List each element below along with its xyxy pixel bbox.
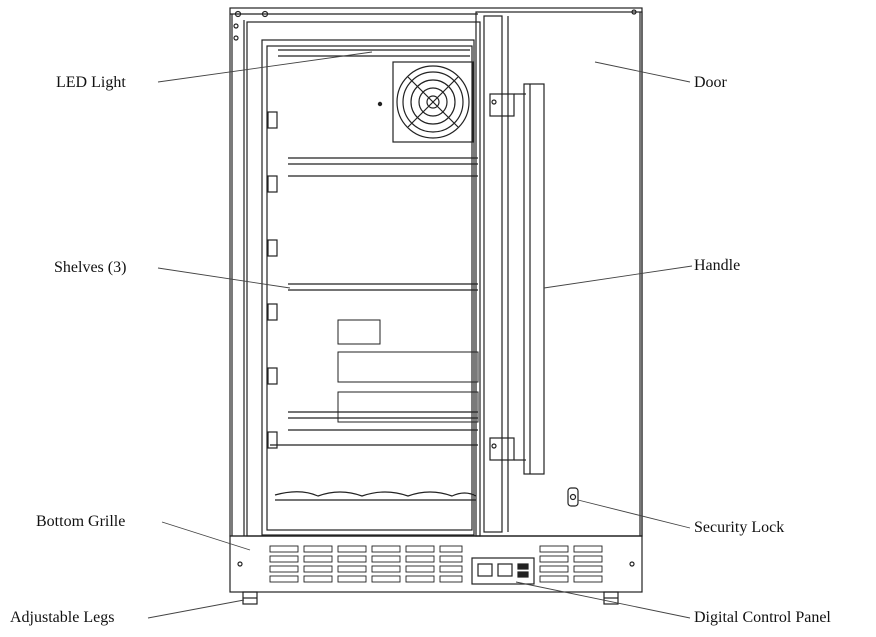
leader-control-panel — [515, 581, 691, 619]
door — [475, 11, 643, 537]
digital-control-panel — [471, 557, 535, 585]
leader-led-light — [157, 51, 373, 83]
cabinet-outline — [229, 7, 643, 537]
shelf-rails — [267, 111, 278, 449]
label-adjustable-legs: Adjustable Legs — [10, 609, 115, 626]
leader-bottom-grille — [161, 521, 251, 551]
leader-security-lock — [577, 499, 691, 529]
leader-lines — [147, 51, 693, 619]
label-door: Door — [694, 74, 727, 91]
handle — [489, 83, 545, 475]
glass-door — [246, 21, 481, 537]
led-light-strip — [278, 49, 470, 57]
leader-door — [594, 61, 691, 83]
shelves — [270, 157, 478, 446]
label-digital-control-panel: Digital Control Panel — [694, 609, 831, 626]
label-security-lock: Security Lock — [694, 519, 785, 536]
wine-rack — [274, 491, 477, 497]
fan — [377, 61, 474, 143]
security-lock — [567, 487, 579, 507]
adjustable-legs — [242, 591, 619, 605]
label-shelves: Shelves (3) — [54, 259, 127, 276]
leader-shelves — [157, 267, 291, 289]
label-handle: Handle — [694, 257, 741, 274]
label-bottom-grille: Bottom Grille — [36, 513, 126, 530]
rear-vents — [337, 319, 479, 423]
label-led-light: LED Light — [56, 74, 126, 91]
leader-handle — [543, 265, 693, 289]
leader-adjustable-legs — [147, 599, 245, 619]
bottom-grille — [229, 535, 643, 593]
